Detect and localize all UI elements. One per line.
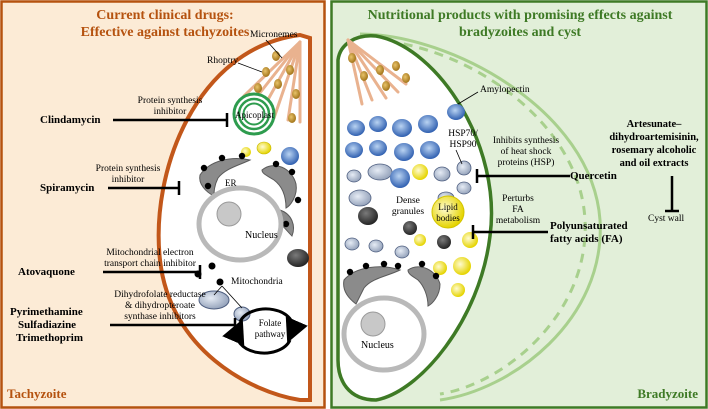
pufa-line2: fatty acids (FA) — [550, 233, 623, 245]
nucleus — [341, 295, 427, 373]
bradyzoite-label: Bradyzoite — [637, 386, 698, 401]
folate-label: Folate pathway — [250, 318, 290, 340]
amylopectin-granule — [281, 147, 299, 165]
left-title-line2: Effective against tachyzoites — [80, 25, 250, 40]
product-artesunate: Artesunate– dihydroartemisinin, rosemary… — [606, 118, 702, 170]
pufa-line1: Polyunsaturated — [550, 220, 628, 232]
product-pufa: Polyunsaturated fatty acids (FA) — [550, 220, 628, 246]
mech-2-line2: inhibitor — [111, 175, 145, 185]
hsp-label-line2: HSP90 — [449, 140, 477, 150]
fa-mech-line1: Perturbs — [502, 194, 534, 204]
lipid-label-line1: Lipid — [438, 202, 458, 212]
folate-label-line1: Folate — [258, 318, 282, 328]
dense-granule — [287, 249, 309, 267]
ribosomes — [346, 260, 440, 280]
mech-1-line1: Protein synthesis — [137, 96, 203, 106]
dhfr-mech-line3: synthase inhibitors — [124, 312, 196, 322]
micronemes-label: Micronemes — [250, 30, 298, 40]
mech-1-line2: inhibitor — [153, 107, 187, 117]
fa-mech: Perturbs FA metabolism — [488, 194, 548, 227]
dense-label-line1: Dense — [396, 196, 420, 206]
folate-label-line2: pathway — [254, 329, 286, 339]
dhfr-mech-line2: & dihydropteroate — [125, 301, 195, 311]
apicoplast-label: Apicoplast — [235, 110, 274, 120]
hsp-mech-line2: of heat shock — [500, 147, 552, 157]
right-title-line1: Nutritional products with promising effe… — [367, 8, 673, 23]
inhibitor-lines-right — [471, 169, 679, 239]
drug-atovaquone: Atovaquone — [18, 266, 75, 278]
hsp-label-line1: HSP70/ — [448, 129, 478, 139]
endoplasmic-reticulum — [343, 266, 441, 307]
right-title: Nutritional products with promising effe… — [345, 7, 695, 41]
apicoplast — [232, 92, 276, 136]
drug-pyrimethamine: Pyrimethamine — [10, 306, 83, 318]
mitochondria-label: Mitochondria — [231, 277, 283, 287]
right-title-line2: bradyzoites and cyst — [458, 25, 582, 40]
hsp-mech-line1: Inhibits synthesis — [492, 136, 560, 146]
mitochondria — [198, 290, 251, 322]
amylopectin-label: Amylopectin — [480, 85, 530, 95]
lipid-bodies-label: Lipid bodies — [432, 202, 464, 224]
rhoptry-label: Rhoptry — [207, 56, 239, 66]
hsp-mech: Inhibits synthesis of heat shock protein… — [476, 136, 576, 169]
fa-mech-line3: metabolism — [495, 216, 541, 226]
drug-spiramycin: Spiramycin — [40, 182, 95, 194]
mito-mech: Mitochondrial electron transport chain i… — [90, 248, 210, 270]
er-label: ER — [225, 178, 237, 188]
protein-synthesis-mech-2: Protein synthesis inhibitor — [78, 164, 178, 186]
dense-granules — [358, 207, 451, 249]
tachyzoite-label: Tachyzoite — [7, 386, 67, 401]
dense-label-line2: granules — [391, 207, 425, 217]
drug-trimethoprim: Trimethoprim — [16, 332, 84, 344]
nucleus-label-right: Nucleus — [361, 340, 394, 351]
cyst-wall — [359, 32, 602, 402]
drug-clindamycin: Clindamycin — [40, 114, 101, 126]
mito-mech-line1: Mitochondrial electron — [106, 248, 194, 258]
lipid-body — [256, 141, 272, 155]
mito-mech-line2: transport chain inhibitor — [104, 259, 196, 269]
art-line4: and oil extracts — [619, 158, 689, 169]
dhfr-mech: Dihydrofolate reductase & dihydropteroat… — [100, 290, 220, 323]
dhfr-mech-line1: Dihydrofolate reductase — [114, 290, 206, 300]
dense-granules-label: Dense granules — [385, 196, 431, 218]
inhibitor-lines — [103, 113, 237, 332]
mech-2-line1: Protein synthesis — [95, 164, 161, 174]
cyst-wall-label: Cyst wall — [648, 214, 685, 224]
hsp-granules-lower — [344, 237, 410, 259]
drug-sulfadiazine: Sulfadiazine — [18, 319, 77, 331]
lipid-label-line2: bodies — [436, 213, 460, 223]
left-title: Current clinical drugs: Effective agains… — [50, 7, 280, 41]
fa-mech-line2: FA — [512, 205, 524, 215]
product-quercetin: Quercetin — [570, 170, 617, 182]
ribosomes — [200, 152, 302, 228]
hsp-label: HSP70/ HSP90 — [438, 129, 488, 151]
rhoptry — [346, 38, 408, 106]
protein-synthesis-mech-1: Protein synthesis inhibitor — [120, 96, 220, 118]
art-line1: Artesunate– — [626, 119, 682, 130]
folate-cycle-icon — [222, 307, 308, 355]
hsp-mech-line3: proteins (HSP) — [497, 158, 555, 168]
lipid-bodies — [414, 195, 478, 297]
micronemes — [348, 53, 410, 91]
art-line2: dihydroartemisinin, — [609, 132, 699, 143]
left-title-line1: Current clinical drugs: — [96, 8, 234, 23]
amylopectin-granules — [345, 104, 465, 161]
nucleus-label: Nucleus — [245, 230, 278, 241]
art-line3: rosemary alcoholic — [611, 145, 697, 156]
nucleus — [196, 185, 284, 263]
